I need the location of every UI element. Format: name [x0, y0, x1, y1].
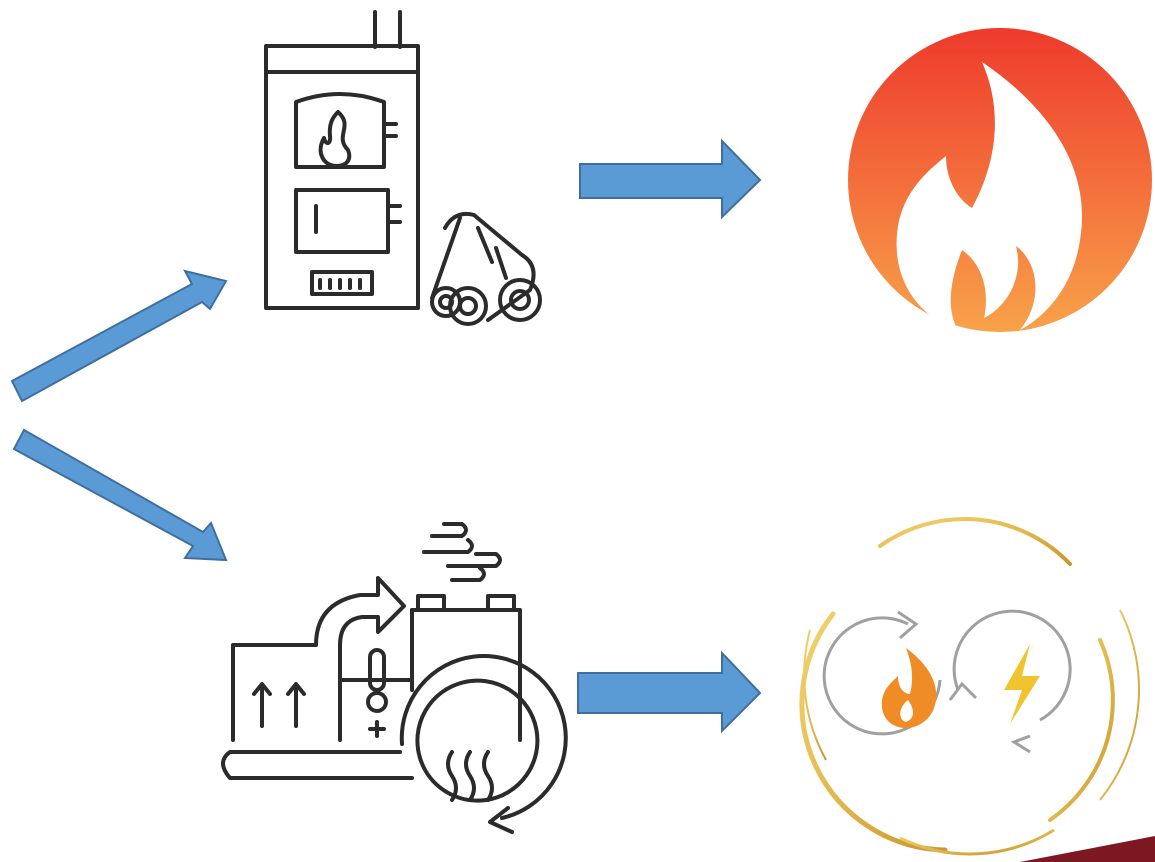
arrow-to-boiler	[10, 269, 228, 403]
heat-recovery-cycle-icon	[399, 654, 568, 834]
firewood-logs-icon	[430, 211, 542, 326]
cogeneration-plant-icon	[221, 522, 522, 780]
arrow-boiler-to-flame	[579, 138, 762, 220]
flame-circle-icon	[848, 28, 1152, 332]
corner-accent	[1020, 836, 1155, 862]
arrow-cogeneration-to-cycle	[577, 650, 762, 734]
arrow-to-cogeneration	[12, 428, 228, 562]
heat-and-power-cycle-icon	[799, 517, 1140, 856]
solid-fuel-boiler-icon	[264, 10, 420, 310]
